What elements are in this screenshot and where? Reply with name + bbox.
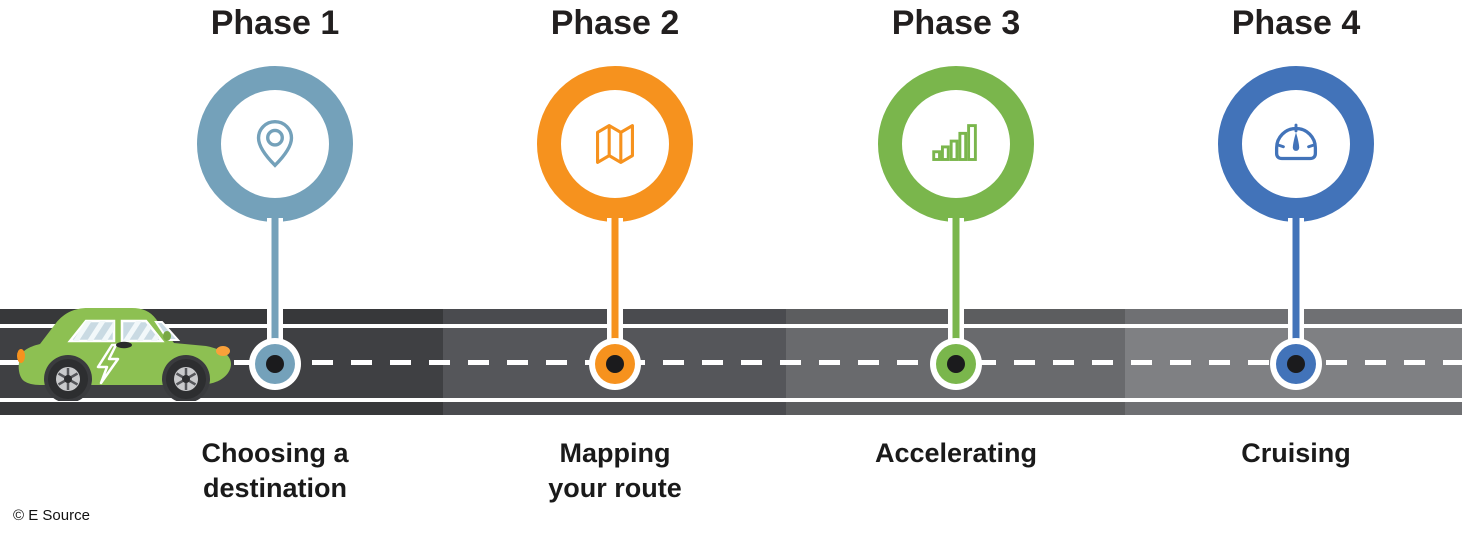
phase-title: Phase 3	[891, 4, 1021, 42]
marker-core	[1287, 355, 1305, 373]
phase-connector-stem	[1288, 218, 1304, 368]
road-shoulder-top	[0, 309, 1462, 324]
phase-road-marker	[930, 338, 982, 390]
map-pin-icon	[244, 113, 306, 175]
phase-column-3: Phase 3 Accelerating	[826, 0, 1086, 536]
phase-title: Phase 2	[550, 4, 680, 42]
road-edge-line-bottom	[0, 398, 1462, 402]
phase-road-marker	[1270, 338, 1322, 390]
car-rear-wheel	[48, 359, 88, 399]
car-taillight	[17, 349, 25, 363]
phase-road-marker	[589, 338, 641, 390]
lane-divider-dashed-line	[0, 360, 1462, 365]
car-front-wheel	[166, 359, 206, 399]
lightning-bolt-icon	[96, 343, 120, 385]
car-door-handle	[116, 341, 132, 349]
marker-core	[266, 355, 284, 373]
phase-column-4: Phase 4 Cruising	[1166, 0, 1426, 536]
speedometer-icon	[1265, 113, 1327, 175]
marker-core	[947, 355, 965, 373]
signal-bars-icon	[925, 113, 987, 175]
phase-label: Cruising	[1241, 438, 1351, 468]
car-mirror	[163, 331, 171, 341]
folded-map-icon	[584, 113, 646, 175]
marker-core	[606, 355, 624, 373]
signal-bars-circle	[878, 66, 1034, 222]
phase-connector-stem	[948, 218, 964, 368]
map-pin-circle	[197, 66, 353, 222]
phase-title: Phase 1	[210, 4, 340, 42]
phase-title: Phase 4	[1231, 4, 1361, 42]
phase-label: Accelerating	[874, 438, 1038, 468]
phase-connector-stem	[607, 218, 623, 368]
car-headlight	[216, 346, 230, 356]
folded-map-circle	[537, 66, 693, 222]
phase-connector-stem	[267, 218, 283, 368]
speedometer-circle	[1218, 66, 1374, 222]
copyright-text: © E Source	[13, 507, 90, 524]
road-edge-line-top	[0, 324, 1462, 328]
phase-road-marker	[249, 338, 301, 390]
road-shoulder-bottom	[0, 402, 1462, 415]
electric-car-icon	[17, 308, 231, 401]
